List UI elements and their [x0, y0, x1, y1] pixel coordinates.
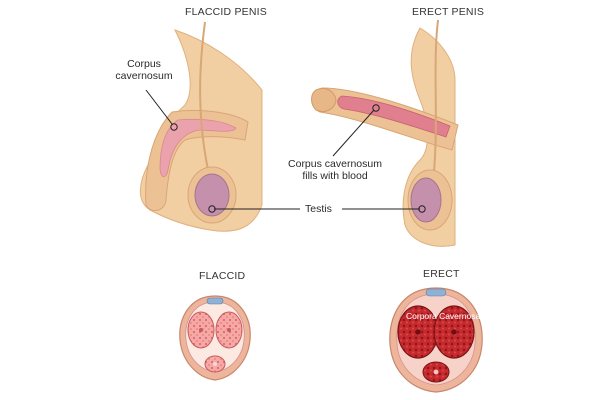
flaccid-artery-right	[227, 328, 231, 332]
erect-corpus-cavernosum	[337, 95, 451, 138]
erect-cross-section	[389, 287, 483, 393]
leader-dot-testis-left	[208, 205, 216, 213]
flaccid-spermatic-cord	[199, 21, 209, 171]
label-fills-with-blood-line1: Corpus cavernosum	[288, 158, 382, 170]
erect-urethra	[433, 369, 439, 375]
flaccid-dorsal-vessel	[206, 297, 224, 305]
erect-artery-right	[451, 329, 457, 335]
flaccid-urethra	[213, 362, 217, 366]
heading-erect-penis: ERECT PENIS	[412, 6, 485, 18]
label-corpus-cavernosum: Corpus cavernosum	[104, 58, 184, 82]
flaccid-testis	[194, 173, 230, 217]
label-fills-with-blood-line2: fills with blood	[302, 170, 368, 182]
leader-corpus-cavernosum	[145, 89, 173, 125]
label-corpora-cavernosa: Corpora Cavernosa	[406, 311, 481, 321]
leader-dot-fills-with-blood	[372, 104, 380, 112]
label-corpus-cavernosum-line2: cavernosum	[115, 70, 173, 82]
erect-artery-left	[415, 329, 421, 335]
leader-dot-testis-right	[418, 205, 426, 213]
erect-side-view	[311, 19, 459, 247]
flaccid-corpus-cavernosum	[159, 118, 237, 177]
leader-dot-corpus-cavernosum	[170, 123, 178, 131]
label-fills-with-blood: Corpus cavernosum fills with blood	[285, 158, 385, 182]
erect-glans	[311, 87, 337, 113]
label-testis: Testis	[305, 203, 332, 215]
leader-lines	[145, 89, 426, 213]
heading-flaccid-penis: FLACCID PENIS	[185, 6, 267, 18]
label-corpus-cavernosum-line1: Corpus	[127, 58, 161, 70]
erect-dorsal-vessel	[425, 288, 447, 297]
flaccid-artery-left	[199, 328, 203, 332]
flaccid-side-view	[139, 21, 263, 232]
erect-testis	[410, 177, 442, 223]
heading-flaccid: FLACCID	[199, 270, 246, 282]
flaccid-cross-section	[179, 295, 251, 381]
leader-fills-with-blood	[332, 109, 375, 157]
heading-erect: ERECT	[423, 268, 460, 280]
erect-spermatic-cord	[431, 19, 439, 191]
